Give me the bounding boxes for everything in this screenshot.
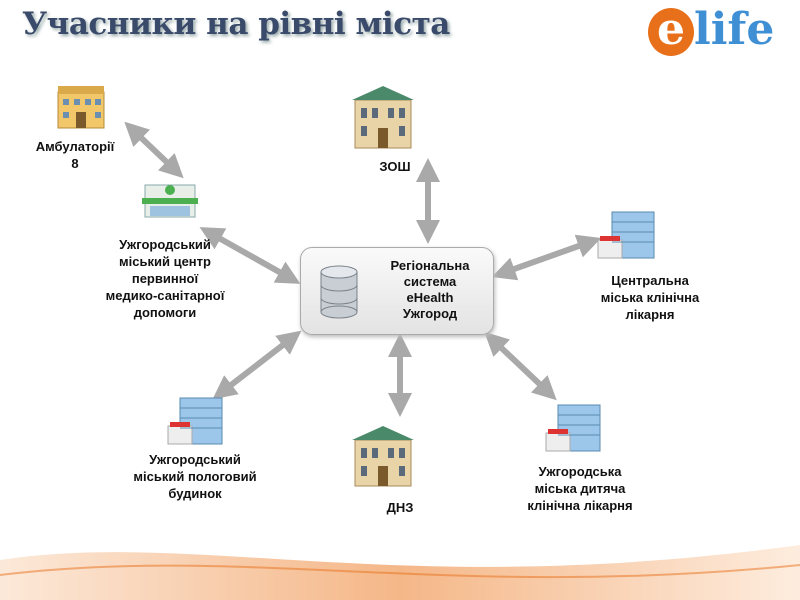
clinic-building-icon	[57, 86, 105, 129]
arrow-maternity	[212, 330, 302, 400]
kindergarten-building-icon	[352, 426, 414, 487]
arrow-primary-care	[199, 227, 301, 284]
arrow-children-hospital	[484, 331, 557, 401]
children-hospital-building-icon	[545, 404, 601, 452]
maternity-building-icon	[167, 397, 223, 445]
school-building-icon	[352, 86, 414, 149]
node-school-label: ЗОШ	[379, 159, 411, 174]
pharmacy-building-icon	[142, 184, 198, 218]
node-kindergarten-label: ДНЗ	[386, 500, 414, 515]
arrow-central-hospital	[491, 234, 602, 281]
arrow-ambulatories	[124, 121, 184, 179]
central-hospital-building-icon	[597, 211, 655, 259]
database-icon	[320, 265, 358, 319]
page-title: Учасники на рівні міста	[22, 6, 450, 42]
